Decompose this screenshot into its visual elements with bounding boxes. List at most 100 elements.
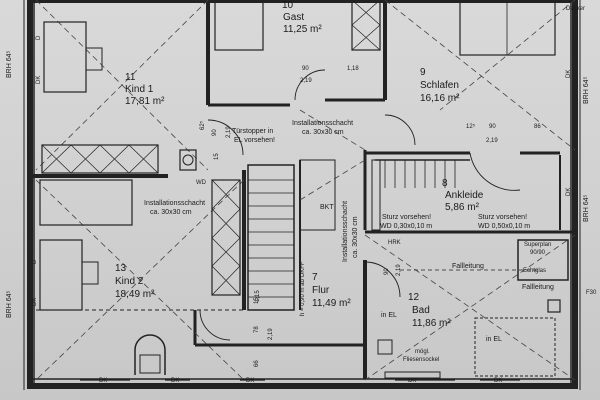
dk-bottom-3: DK xyxy=(246,378,255,384)
room-gast-area: 11,25 m² xyxy=(283,24,322,35)
room-flur-area: 11,49 m² xyxy=(312,298,351,309)
diag-line xyxy=(35,0,209,171)
brh-right-1: BRH 64⁵ xyxy=(583,76,590,104)
dim-15b: 15 xyxy=(254,297,260,304)
diag-line xyxy=(299,109,366,151)
room-schlafen-area: 16,16 m² xyxy=(420,93,460,104)
dim-219a: 2,19 xyxy=(300,78,312,84)
note-moegl-2: Fliesensockel xyxy=(403,357,440,363)
note-tuerstopper-2: EL vorsehen! xyxy=(234,137,275,144)
outer-wall xyxy=(27,0,578,389)
note-sturz1-2: WD 0,30x0,10 m xyxy=(380,223,433,230)
door-swing xyxy=(364,261,401,298)
note-echtglas: Echtglas xyxy=(523,268,547,274)
dk-bottom-1: DK xyxy=(99,378,108,384)
dim-78: 78 xyxy=(254,326,260,333)
room-schlafen-name: Schlafen xyxy=(420,80,459,91)
note-sturz2-1: Sturz vorsehen! xyxy=(478,214,528,221)
brh-right-2: BRH 64⁵ xyxy=(583,194,590,222)
room-bad-name: Bad xyxy=(412,305,430,316)
room-kind2-area: 18,49 m² xyxy=(115,289,155,300)
note-tuerstopper-1: Türstopper in xyxy=(232,128,274,135)
room-kind2-id: 13 xyxy=(115,263,127,274)
dk-right-1: DK xyxy=(566,69,572,78)
staircase xyxy=(247,164,295,311)
bed-gast xyxy=(214,0,264,51)
bed-kind2 xyxy=(39,179,133,226)
bathtub xyxy=(474,317,556,377)
note-schacht-left-1: Installationsschacht xyxy=(144,200,206,207)
dk-bottom-5: DK xyxy=(494,378,503,384)
wardrobe-kind1 xyxy=(41,144,159,174)
note-hrk: HRK xyxy=(388,240,401,246)
room-kind1-area: 17,81 m² xyxy=(125,96,165,107)
shaft-bkt xyxy=(299,159,336,231)
room-gast-name: Gast xyxy=(283,12,305,23)
diag-line xyxy=(364,234,576,381)
dk-left-1: DK xyxy=(36,75,42,84)
note-moegl-1: mögl. xyxy=(415,349,430,355)
note-fallleitung-2: Fallleitung xyxy=(522,284,554,291)
diag-line xyxy=(299,159,366,201)
dim-625: 62⁵ xyxy=(200,120,206,130)
diag-line xyxy=(439,0,576,111)
room-flur-id: 7 xyxy=(312,272,318,283)
desk-kind2 xyxy=(39,239,83,311)
dk-bottom-4: DK xyxy=(408,378,417,384)
diag-line xyxy=(384,0,576,151)
dim-90c: 90 xyxy=(212,129,218,136)
diag-line xyxy=(35,179,245,381)
dim-90a: 90 xyxy=(302,66,309,72)
note-lh: h = 0,90 m ab OKFF xyxy=(300,261,306,316)
bed-schlafen xyxy=(459,0,556,56)
door-swing xyxy=(469,152,521,191)
note-fallleitung-1: Fallleitung xyxy=(452,263,484,270)
brh-left-2: BRH 64⁵ xyxy=(6,290,13,318)
diag-line xyxy=(364,234,576,381)
room-kind1-id: 11 xyxy=(125,72,136,83)
d-left-2: D xyxy=(32,259,38,264)
note-decker: Decker xyxy=(566,6,586,12)
desk-kind1 xyxy=(43,21,87,93)
room-ankleide-area: 5,86 m² xyxy=(445,202,479,213)
room-gast-id: 10 xyxy=(282,0,294,11)
note-schacht-mid-2: ca. 30x30 cm xyxy=(352,216,359,258)
room-flur-name: Flur xyxy=(312,285,330,296)
note-in-el-2: in EL xyxy=(486,336,502,343)
note-schacht-top-2: ca. 30x30 cm xyxy=(302,129,344,136)
note-superplan-2: 90/90 xyxy=(530,250,546,256)
dim-15: 15 xyxy=(214,153,220,160)
room-schlafen-id: 9 xyxy=(420,67,426,78)
door-swing xyxy=(207,119,244,156)
note-superplan-1: Superplan xyxy=(524,242,552,248)
wardrobe-gast xyxy=(351,0,381,51)
dim-90b: 90 xyxy=(489,124,496,130)
note-sturz2-2: WD 0,50x0,10 m xyxy=(478,223,531,230)
note-bkt: BKT xyxy=(320,204,334,211)
dim-125a: 12⁵ xyxy=(466,124,476,130)
note-f30: F30 xyxy=(586,290,597,296)
dim-118: 1,18 xyxy=(347,66,359,72)
dim-90d: 90 xyxy=(384,268,390,275)
note-schacht-left-2: ca. 30x30 cm xyxy=(150,209,192,216)
dim-86: 86 xyxy=(534,124,541,130)
door-swing xyxy=(384,114,416,146)
room-bad-id: 12 xyxy=(408,292,420,303)
dim-66: 66 xyxy=(254,360,260,367)
dim-219c: 2,19 xyxy=(226,126,232,138)
dim-219d: 2,19 xyxy=(396,264,402,276)
room-ankleide-name: Ankleide xyxy=(445,190,484,201)
note-schacht-top-1: Installationsschacht xyxy=(292,120,354,127)
dim-219e: 2,19 xyxy=(268,328,274,340)
dk-bottom-2: DK xyxy=(171,378,180,384)
dk-right-2: DK xyxy=(566,187,572,196)
d-left-1: D xyxy=(36,35,42,40)
note-sturz1-1: Sturz vorsehen! xyxy=(382,214,432,221)
room-ankleide-id: 8 xyxy=(442,178,448,189)
brh-left-1: BRH 64⁵ xyxy=(6,50,13,78)
note-wd: WD xyxy=(196,180,206,186)
room-kind2-name: Kind 2 xyxy=(115,276,144,287)
door-swing xyxy=(199,309,231,341)
